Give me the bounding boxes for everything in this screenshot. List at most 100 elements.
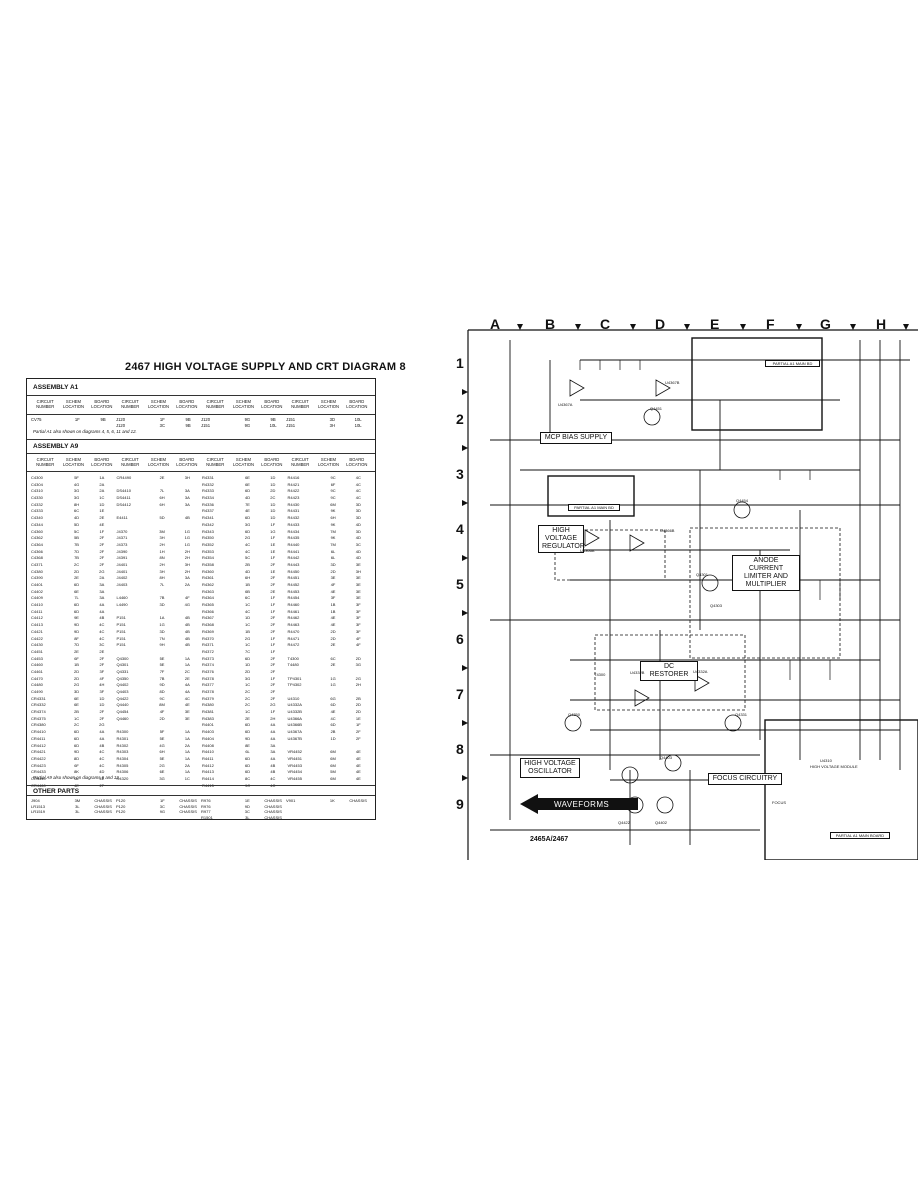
schem-location: 6B [245,588,250,594]
schem-location: 1K [329,798,335,803]
schem-location: 4G [73,481,80,487]
schem-location: 5F [159,729,165,735]
schem-location: 6M [330,762,336,768]
schem-location: 6D [73,602,80,608]
board-location: 4F [356,642,361,648]
schem-location: 2G [73,682,80,688]
board-location: 4E [355,762,361,768]
schem-location: 1A [159,615,165,621]
circuit-number: R4416 [287,475,300,480]
circuit-number [288,689,321,696]
schem-location: 3G [159,775,165,781]
schem-location: 9G [159,809,166,815]
circuit-number: R4361 [202,575,214,581]
circuit-number: R4358 [202,561,214,567]
board-location: 9B 9B [185,417,191,428]
board-location: 4E [355,755,361,761]
circuit-number: J120 J151 [201,417,211,428]
circuit-number: U4367A [287,729,302,735]
schem-location: 5D [73,521,80,527]
circuit-number: VR4455 [287,775,302,781]
circuit-number: R4337 [202,508,214,514]
schem-location: 1G [330,675,336,681]
parts-location-table: ASSEMBLY A1 CIRCUIT NUMBER SCHEM LOCATIO… [26,378,376,820]
circuit-number: R4408 [202,742,214,748]
schem-location: 3L [75,803,80,809]
circuit-number: CR4375 [31,715,46,721]
board-location: 1F [270,521,276,527]
schem-location: 1F [74,417,80,422]
schem-location: 9H [159,642,165,648]
board-location: 4G [184,602,190,608]
schem-location: 6D [244,488,251,494]
circuit-number: CR4423 [31,762,46,768]
schem-location: 3G [244,521,251,527]
schem-location: 9K [330,521,336,527]
col-header-schem: SCHEM LOCATION [317,399,340,409]
board-location: 2F [270,668,276,674]
col-header-schem: SCHEM LOCATION [62,399,85,409]
circuit-number: J4402 [116,575,128,581]
schem-location: 4C [244,548,251,554]
circuit-number: R4432 [287,515,300,521]
schem-location: 6H [159,749,165,755]
board-location: 2F [99,662,105,668]
schem-location: 9D [73,622,80,628]
parts-location-page: 2467 HIGH VOLTAGE SUPPLY AND CRT DIAGRAM… [0,0,455,1188]
circuit-number: C4460 [31,662,43,668]
circuit-number: CR4433 [31,769,46,775]
circuit-number: C4300 [31,475,43,480]
board-location: 3F [99,668,105,674]
schem-location: 7C [244,648,251,654]
circuit-number: C4344 [31,521,43,527]
table-row [117,722,201,729]
schem-location: 1B [74,662,79,668]
circuit-number: L4490 [116,602,128,608]
divider [27,395,375,396]
circuit-number [117,508,150,515]
circuit-number [117,589,150,596]
board-location: CHASSIS [264,803,282,809]
board-location: 2F [270,628,276,634]
board-location: 2A [99,488,105,494]
circuit-number: J4373 [116,541,128,547]
schem-location: 2D [73,568,80,574]
schem-location [149,609,174,616]
schem-location: 6D [73,735,80,741]
circuit-number: C4401 [31,582,43,587]
circuit-number: C4362 [31,535,43,541]
circuit-number: U4332A [287,702,302,708]
label-u4366b: U4366B [660,528,675,533]
col-header-schem: SCHEM LOCATION [147,457,170,467]
board-location: 1A [184,729,190,735]
board-location: 3D [355,515,361,521]
schem-location: 6E [245,481,250,487]
grid-number-5: 5 [456,576,464,592]
schem-location: 1D [244,615,251,621]
